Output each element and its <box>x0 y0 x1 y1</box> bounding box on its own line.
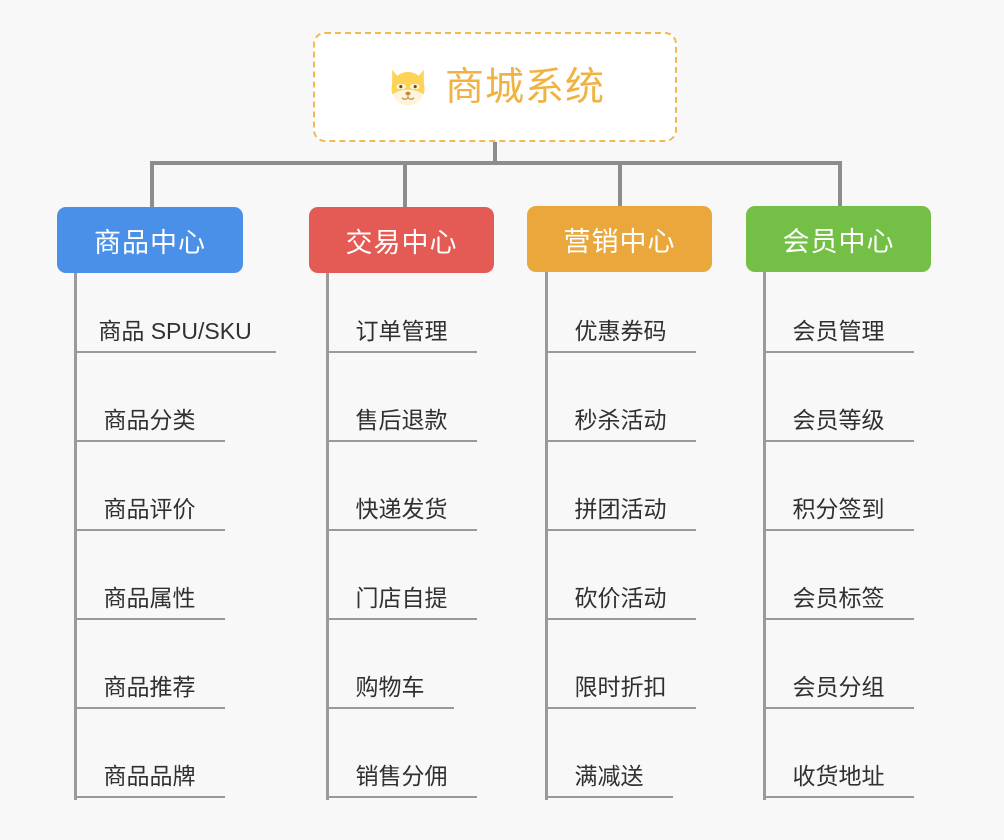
leaf-label: 门店自提 <box>355 585 448 611</box>
spine-member-center <box>763 272 766 800</box>
leaf-item[interactable]: 购物车 <box>326 676 454 709</box>
leaf-item[interactable]: 秒杀活动 <box>545 409 696 442</box>
leaf-label: 满减送 <box>574 763 644 789</box>
leaf-label: 会员标签 <box>792 585 885 611</box>
category-label-product-center: 商品中心 <box>94 227 206 258</box>
leaf-item[interactable]: 限时折扣 <box>545 676 696 709</box>
connector-drop-product-center <box>150 161 154 208</box>
leaf-item[interactable]: 销售分佣 <box>326 765 477 798</box>
leaf-item[interactable]: 门店自提 <box>326 587 477 620</box>
leaf-item[interactable]: 满减送 <box>545 765 673 798</box>
spine-product-center <box>74 273 77 800</box>
leaf-label: 会员分组 <box>792 674 885 700</box>
leaf-item[interactable]: 订单管理 <box>326 320 477 353</box>
leaf-item[interactable]: 拼团活动 <box>545 498 696 531</box>
leaf-label: 商品推荐 <box>103 674 196 700</box>
leaf-item[interactable]: 收货地址 <box>763 765 914 798</box>
leaf-label: 商品 SPU/SKU <box>98 318 252 344</box>
category-box-product-center[interactable]: 商品中心 <box>57 207 243 273</box>
spine-marketing-center <box>545 272 548 800</box>
leaf-label: 砍价活动 <box>574 585 667 611</box>
leaf-label: 积分签到 <box>792 496 885 522</box>
leaf-item[interactable]: 商品分类 <box>74 409 225 442</box>
leaf-label: 订单管理 <box>355 318 448 344</box>
leaf-label: 商品评价 <box>103 496 196 522</box>
leaf-label: 会员管理 <box>792 318 885 344</box>
leaf-label: 优惠券码 <box>574 318 667 344</box>
category-box-trade-center[interactable]: 交易中心 <box>309 207 494 273</box>
leaf-label: 商品属性 <box>103 585 196 611</box>
leaf-item[interactable]: 商品品牌 <box>74 765 225 798</box>
category-label-trade-center: 交易中心 <box>345 227 458 258</box>
leaf-item[interactable]: 会员等级 <box>763 409 914 442</box>
leaf-item[interactable]: 积分签到 <box>763 498 914 531</box>
leaf-label: 购物车 <box>355 674 425 700</box>
root-node-label: 商城系统 <box>444 65 605 109</box>
connector-drop-trade-center <box>403 161 407 208</box>
category-label-marketing-center: 营销中心 <box>563 226 676 257</box>
connector-root-stem <box>493 142 497 165</box>
connector-drop-member-center <box>838 161 842 208</box>
connector-drop-marketing-center <box>618 161 622 208</box>
leaf-item[interactable]: 会员标签 <box>763 587 914 620</box>
leaf-label: 快递发货 <box>355 496 448 522</box>
leaf-label: 收货地址 <box>792 763 885 789</box>
leaf-item[interactable]: 售后退款 <box>326 409 477 442</box>
leaf-label: 销售分佣 <box>355 763 448 789</box>
category-box-member-center[interactable]: 会员中心 <box>746 206 931 272</box>
root-node-shop-system[interactable]: 商城系统 <box>313 32 677 142</box>
leaf-item[interactable]: 会员管理 <box>763 320 914 353</box>
leaf-item[interactable]: 优惠券码 <box>545 320 696 353</box>
leaf-item[interactable]: 会员分组 <box>763 676 914 709</box>
leaf-item[interactable]: 商品推荐 <box>74 676 225 709</box>
connector-horizontal-bus <box>150 161 842 165</box>
leaf-item[interactable]: 砍价活动 <box>545 587 696 620</box>
category-box-marketing-center[interactable]: 营销中心 <box>527 206 712 272</box>
category-label-member-center: 会员中心 <box>782 226 895 257</box>
spine-trade-center <box>326 273 329 800</box>
leaf-label: 商品品牌 <box>103 763 196 789</box>
leaf-item[interactable]: 商品属性 <box>74 587 225 620</box>
leaf-label: 限时折扣 <box>574 674 667 700</box>
leaf-label: 拼团活动 <box>574 496 667 522</box>
leaf-item[interactable]: 商品 SPU/SKU <box>74 320 276 353</box>
leaf-label: 商品分类 <box>103 407 196 433</box>
leaf-label: 售后退款 <box>355 407 448 433</box>
leaf-item[interactable]: 快递发货 <box>326 498 477 531</box>
leaf-label: 会员等级 <box>792 407 885 433</box>
leaf-item[interactable]: 商品评价 <box>74 498 225 531</box>
leaf-label: 秒杀活动 <box>574 407 667 433</box>
shiba-dog-emoji-icon <box>391 69 425 105</box>
